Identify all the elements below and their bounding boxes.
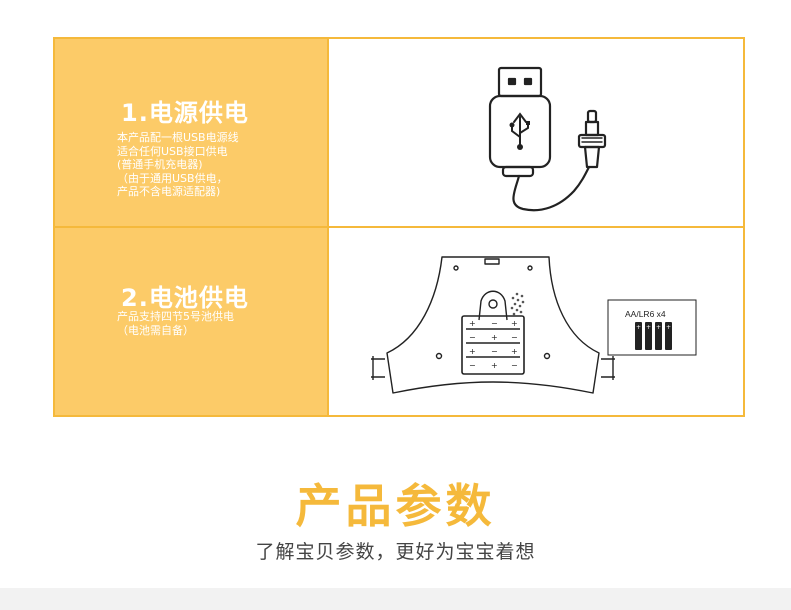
svg-text:−: − — [491, 347, 498, 356]
svg-text:−: − — [469, 333, 476, 342]
divider — [327, 228, 329, 415]
svg-text:+: + — [469, 347, 476, 356]
desc-line: 适合任何USB接口供电 — [117, 144, 228, 158]
divider — [327, 39, 329, 226]
battery-power-title: 2.电池供电 — [121, 284, 249, 312]
row-divider — [55, 226, 743, 228]
desc-line: （由于通用USB供电， — [117, 171, 228, 185]
section-heading: 产品参数 — [295, 479, 496, 533]
desc-line: 产品不含电源适配器) — [117, 185, 221, 198]
battery-power-row: 2.电池供电 产品支持四节5号池供电 （电池需自备） — [55, 228, 743, 415]
svg-text:+: + — [656, 324, 661, 331]
battery-power-description: 产品支持四节5号池供电 （电池需自备） — [117, 310, 234, 337]
bottom-band — [0, 588, 791, 610]
power-supply-table: 1.电源供电 本产品配一根USB电源线 适合任何USB接口供电 (普通手机充电器… — [53, 37, 745, 417]
usb-illustration-panel — [329, 39, 743, 226]
battery-compartment-icon: + − + − + − + − + − + − + + + + — [371, 256, 697, 394]
usb-power-description: 本产品配一根USB电源线 适合任何USB接口供电 (普通手机充电器) （由于通用… — [117, 131, 239, 199]
usb-cable-icon — [488, 66, 607, 212]
desc-line: 产品支持四节5号池供电 — [117, 310, 234, 323]
svg-text:−: − — [511, 333, 518, 342]
svg-text:−: − — [511, 361, 518, 370]
svg-text:+: + — [511, 319, 518, 328]
svg-text:+: + — [666, 324, 671, 331]
svg-text:+: + — [646, 324, 651, 331]
battery-illustration-panel: + − + − + − + − + − + − + + + + AA/LR6 x4 — [329, 228, 743, 415]
battery-spec-label: AA/LR6 x4 — [625, 309, 666, 319]
svg-text:+: + — [511, 347, 518, 356]
usb-power-row: 1.电源供电 本产品配一根USB电源线 适合任何USB接口供电 (普通手机充电器… — [55, 39, 743, 226]
desc-line: 本产品配一根USB电源线 — [117, 131, 239, 144]
section-subheading: 了解宝贝参数，更好为宝宝着想 — [255, 541, 536, 563]
usb-power-panel: 1.电源供电 本产品配一根USB电源线 适合任何USB接口供电 (普通手机充电器… — [55, 39, 327, 226]
svg-text:+: + — [469, 319, 476, 328]
usb-power-title: 1.电源供电 — [121, 99, 249, 127]
svg-text:+: + — [636, 324, 641, 331]
svg-text:+: + — [491, 333, 498, 342]
svg-text:−: − — [491, 319, 498, 328]
desc-line: (普通手机充电器) — [117, 158, 203, 171]
svg-text:+: + — [491, 361, 498, 370]
battery-power-panel: 2.电池供电 产品支持四节5号池供电 （电池需自备） — [55, 228, 327, 415]
svg-text:−: − — [469, 361, 476, 370]
desc-line: （电池需自备） — [117, 323, 194, 337]
